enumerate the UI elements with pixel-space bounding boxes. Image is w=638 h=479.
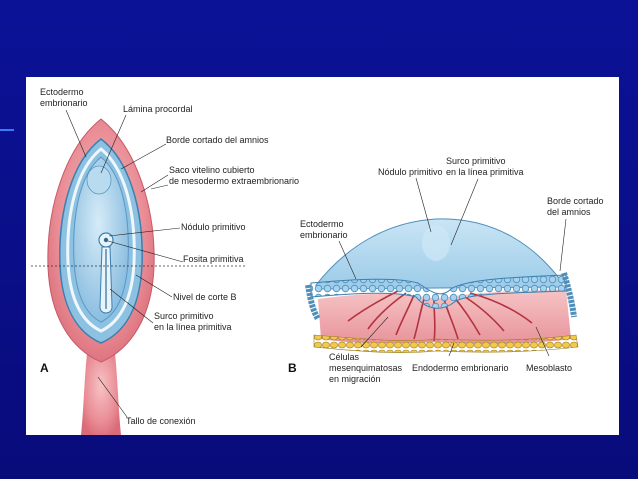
label-surco-b-1: Surco primitivo [446, 156, 506, 166]
panel-letter-a: A [40, 361, 49, 375]
label-celulas-1: Células [329, 352, 360, 362]
amnion-edge-right [561, 272, 577, 318]
panel-a-leader-lines [65, 109, 184, 418]
label-saco-vitelino-1: Saco vitelino cubierto [169, 165, 255, 175]
label-surco-b-2: en la línea primitiva [446, 167, 524, 177]
amnion-cut-edge [66, 147, 136, 333]
label-surco-a-1: Surco primitivo [154, 311, 214, 321]
primitive-pit [103, 237, 109, 243]
label-borde-cortado-b-2: del amnios [547, 207, 591, 217]
panel-b-cross-section [305, 218, 579, 353]
panel-b-leader-lines [338, 177, 567, 357]
label-tallo-conexion: Tallo de conexión [126, 416, 196, 426]
label-saco-vitelino-2: de mesodermo extraembrionario [169, 176, 299, 186]
panel-a-embryo [31, 118, 246, 435]
figure-panel: Ectodermo embrionario Lámina procordal B… [26, 77, 619, 435]
connecting-stalk [81, 345, 121, 435]
amnion-edge-left [305, 284, 321, 321]
primitive-node-b [422, 225, 450, 261]
label-surco-a-2: en la línea primitiva [154, 322, 232, 332]
label-ectodermo-a-2: embrionario [40, 98, 88, 108]
label-endodermo: Endodermo embrionario [412, 363, 509, 373]
slide-accent-line [0, 129, 14, 131]
panel-letter-b: B [288, 361, 297, 375]
label-ectodermo-a-1: Ectodermo [40, 87, 84, 97]
label-lamina-procordal: Lámina procordal [123, 104, 193, 114]
label-mesoblasto: Mesoblasto [526, 363, 572, 373]
mesoblast-layer [318, 289, 571, 344]
procordal-plate [86, 165, 112, 195]
embryo-diagram: Ectodermo embrionario Lámina procordal B… [31, 87, 604, 435]
label-fosita-primitiva: Fosita primitiva [183, 254, 244, 264]
label-borde-cortado-b-1: Borde cortado [547, 196, 604, 206]
label-borde-cortado-a: Borde cortado del amnios [166, 135, 269, 145]
label-nodulo-primitivo-a: Nódulo primitivo [181, 222, 246, 232]
label-nivel-corte: Nivel de corte B [173, 292, 237, 302]
label-ectodermo-b-2: embrionario [300, 230, 348, 240]
label-nodulo-primitivo-b: Nódulo primitivo [378, 167, 443, 177]
embryonic-endoderm [313, 334, 579, 353]
label-ectodermo-b-1: Ectodermo [300, 219, 344, 229]
label-celulas-3: en migración [329, 374, 381, 384]
label-celulas-2: mesenquimatosas [329, 363, 403, 373]
